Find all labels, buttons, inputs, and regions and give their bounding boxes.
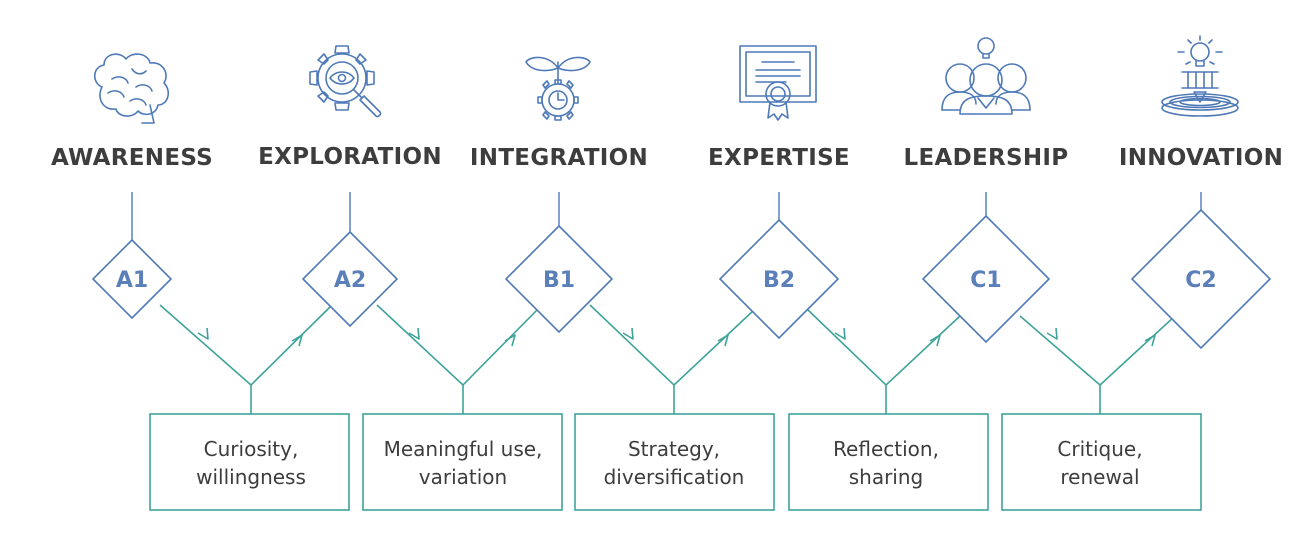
transition-box-2: Meaningful use, variation xyxy=(362,413,563,511)
transition-2-line2: variation xyxy=(419,465,507,489)
connector-a1-a2 xyxy=(159,304,331,414)
level-code-a2: A2 xyxy=(334,268,366,293)
level-diamond-c2: C2 xyxy=(1130,208,1272,350)
brain-icon xyxy=(93,53,170,124)
transition-box-3: Strategy, diversification xyxy=(574,413,775,511)
transition-3-line1: Strategy, xyxy=(628,437,720,461)
stage-title-exploration: EXPLORATION xyxy=(258,144,442,170)
transition-3-line2: diversification xyxy=(604,465,745,489)
level-code-c1: C1 xyxy=(970,268,1001,293)
level-code-b1: B1 xyxy=(543,268,575,293)
level-diamond-a1: A1 xyxy=(91,238,173,320)
sprout-gear-icon xyxy=(525,56,591,121)
stage-title-leadership: LEADERSHIP xyxy=(904,145,1069,171)
level-code-c2: C2 xyxy=(1185,268,1216,293)
transition-5-line2: renewal xyxy=(1060,465,1139,489)
level-diamond-b1: B1 xyxy=(504,224,614,334)
level-code-a1: A1 xyxy=(116,268,148,293)
transition-2-line1: Meaningful use, xyxy=(384,437,543,461)
level-diamond-c1: C1 xyxy=(921,214,1051,344)
transition-4-line2: sharing xyxy=(849,465,924,489)
level-diamond-a2: A2 xyxy=(301,230,399,328)
connector-c1-c2 xyxy=(1019,315,1176,414)
connector-b1-b2 xyxy=(589,304,755,414)
lightbulb-target-icon xyxy=(1161,35,1239,117)
connector-a2-b1 xyxy=(376,304,538,414)
transition-1-line2: willingness xyxy=(196,465,306,489)
transition-1-line1: Curiosity, xyxy=(204,437,299,461)
group-lightbulb-icon xyxy=(941,37,1031,115)
transition-box-4: Reflection, sharing xyxy=(788,413,989,511)
stage-title-awareness: AWARENESS xyxy=(51,145,213,171)
certificate-icon xyxy=(739,45,817,121)
stage-title-innovation: INNOVATION xyxy=(1119,145,1283,171)
transition-5-line1: Critique, xyxy=(1057,437,1142,461)
transition-box-1: Curiosity, willingness xyxy=(149,413,350,511)
level-code-b2: B2 xyxy=(763,268,795,293)
transition-box-5: Critique, renewal xyxy=(1001,413,1202,511)
stage-title-expertise: EXPERTISE xyxy=(708,145,850,171)
connector-b2-c1 xyxy=(807,309,961,414)
level-diamond-b2: B2 xyxy=(718,218,840,340)
gear-magnifier-eye-icon xyxy=(309,45,382,118)
transition-4-line1: Reflection, xyxy=(833,437,939,461)
stage-title-integration: INTEGRATION xyxy=(470,145,648,171)
